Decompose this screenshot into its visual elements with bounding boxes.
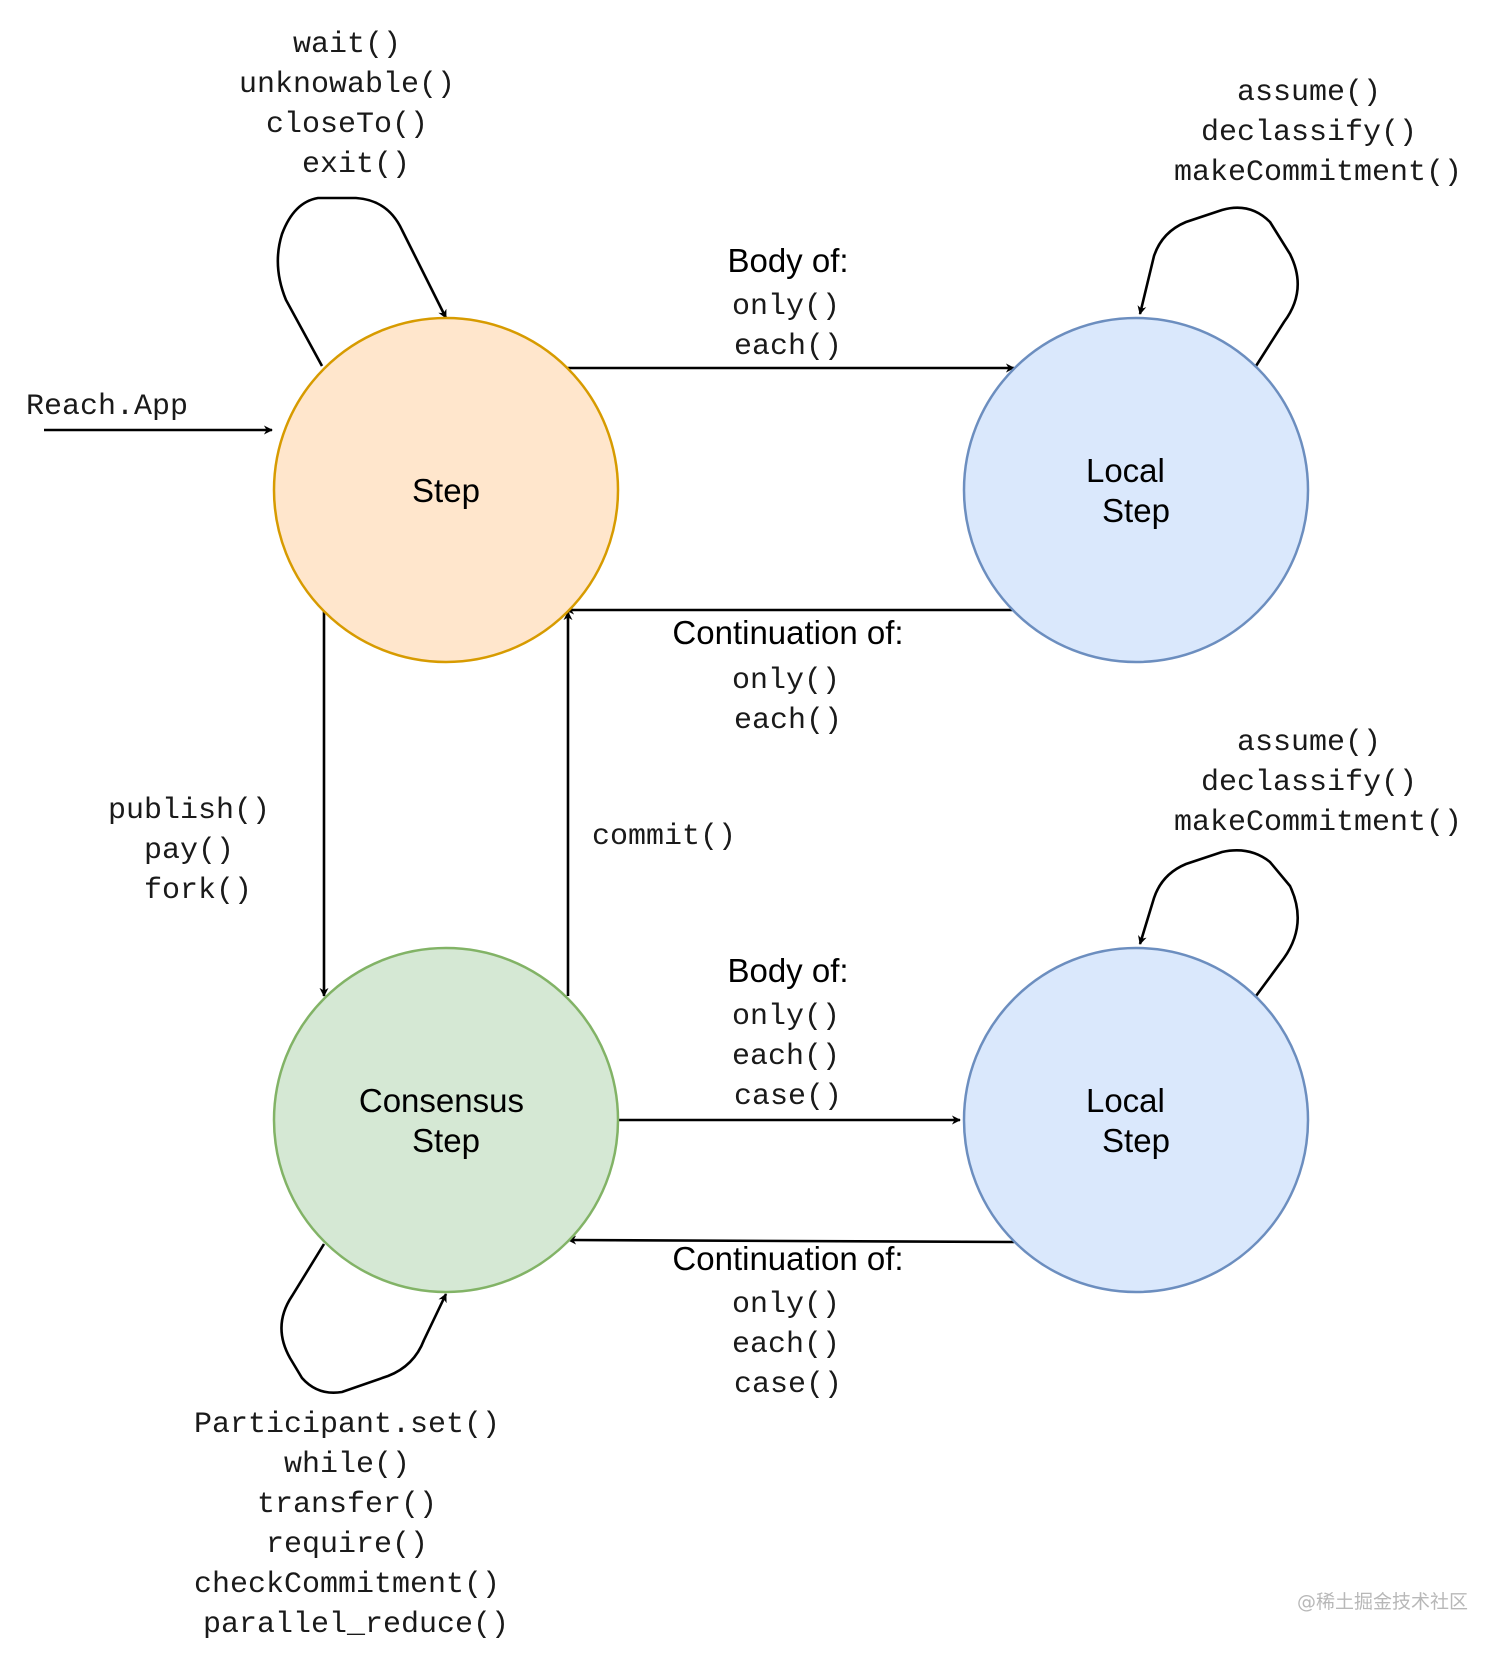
edge-local-top-self-loop: [1137, 206, 1300, 367]
label-step-to-local-top: Body of: only() each(): [727, 242, 852, 364]
label-entry: Reach.App: [26, 390, 188, 424]
watermark: @稀土掘金技术社区: [1297, 1591, 1468, 1613]
label-local-top-self-loop: assume() declassify() makeCommitment(): [1174, 76, 1462, 190]
edge-step-self-loop: [276, 196, 448, 367]
node-step: Step: [272, 316, 620, 664]
label-consensus-to-local-bottom: Body of: only() each() case(): [727, 952, 852, 1114]
label-local-bottom-self-loop: assume() declassify() makeCommitment(): [1174, 726, 1462, 840]
label-consensus-self-loop: Participant.set() while() transfer() req…: [194, 1408, 518, 1642]
edge-local-bottom-to-consensus: [567, 1235, 1015, 1245]
node-local-step-bottom-label: Local Step: [1086, 1082, 1174, 1159]
label-local-bottom-to-consensus: Continuation of: only() each() case(): [672, 1240, 907, 1402]
node-local-step-top: Local Step: [962, 316, 1310, 664]
edge-local-bottom-self-loop: [1138, 849, 1300, 997]
node-local-step-top-label: Local Step: [1086, 452, 1174, 529]
node-consensus-step: Consensus Step: [272, 946, 620, 1294]
edge-consensus-self-loop: [280, 1243, 448, 1394]
node-step-label: Step: [412, 472, 480, 509]
node-local-step-bottom: Local Step: [962, 946, 1310, 1294]
node-consensus-step-label: Consensus Step: [359, 1082, 533, 1159]
label-local-top-to-step: Continuation of: only() each(): [672, 614, 907, 738]
label-step-self-loop: wait() unknowable() closeTo() exit(): [239, 28, 473, 182]
label-step-to-consensus: publish() pay() fork(): [108, 794, 288, 908]
label-consensus-to-step: commit(): [592, 820, 736, 854]
